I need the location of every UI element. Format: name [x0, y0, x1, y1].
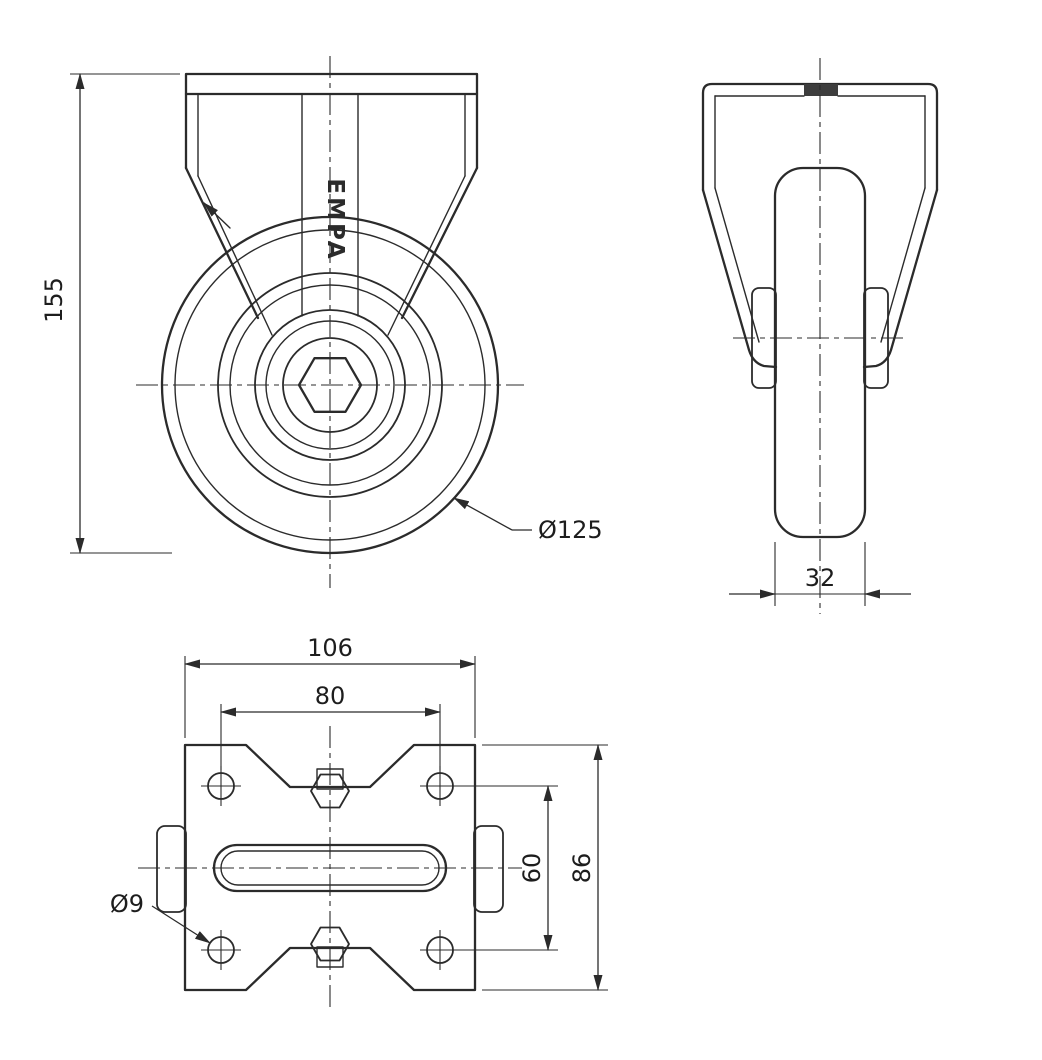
- dim-overall-height: 155: [40, 73, 180, 554]
- bolt-holes: [201, 766, 460, 970]
- dim-label-bolt-spacing-depth: 60: [518, 853, 546, 884]
- top-centerlines: [138, 726, 522, 1010]
- dim-wheel-diameter: Ø125: [453, 497, 603, 544]
- side-centerlines: [733, 58, 907, 614]
- dim-plate-depth: 86: [482, 744, 608, 991]
- dim-label-overall-height: 155: [40, 277, 68, 323]
- front-centerlines: [136, 56, 524, 588]
- dim-bolt-spacing-depth: 60: [456, 785, 558, 951]
- plate-hole-notch: [804, 84, 838, 96]
- wheel-side-outline: [773, 166, 867, 539]
- dim-label-hole-diameter: Ø9: [110, 890, 144, 918]
- top-plate-view: 106 80 60 86 Ø9: [110, 634, 608, 1010]
- dim-label-wheel-width: 32: [805, 564, 836, 592]
- front-view: EMPA 155 Ø125: [40, 56, 603, 588]
- fork-edge-reference-arrow: [203, 202, 231, 229]
- dim-label-plate-depth: 86: [568, 853, 596, 884]
- dim-bolt-spacing-width: 80: [220, 682, 441, 770]
- mounting-plate-outline: [183, 743, 477, 992]
- dim-label-wheel-diameter: Ø125: [538, 516, 603, 544]
- leader-line: [151, 905, 211, 944]
- brand-logo: EMPA: [322, 178, 348, 261]
- leader-line: [453, 497, 513, 531]
- dim-wheel-width: 32: [729, 542, 911, 606]
- dim-plate-width: 106: [184, 634, 476, 738]
- side-view: 32: [701, 58, 939, 614]
- dim-hole-diameter: Ø9: [110, 890, 211, 944]
- dim-label-bolt-spacing-width: 80: [315, 682, 346, 710]
- dim-label-plate-width: 106: [307, 634, 353, 662]
